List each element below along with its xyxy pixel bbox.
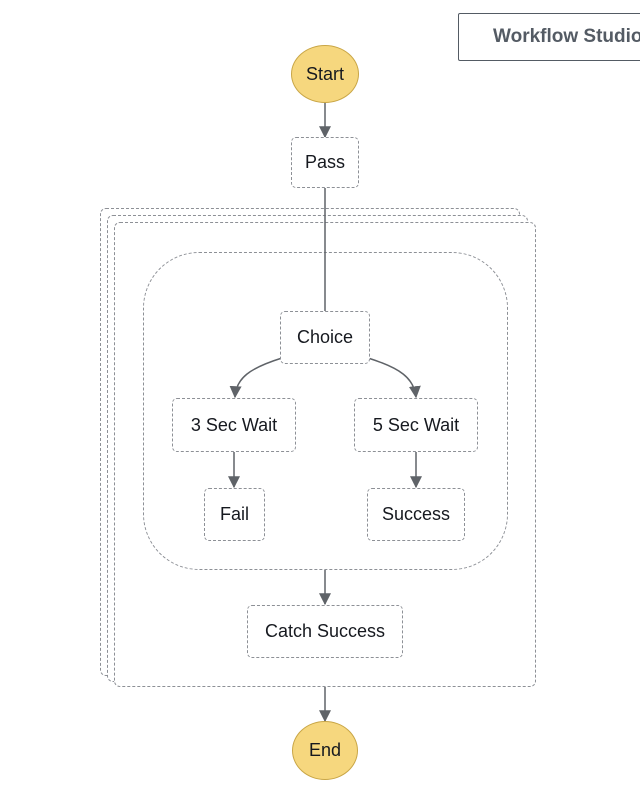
start-state-label: Start [305,63,344,84]
end-state[interactable]: End [292,721,358,780]
success-state-label: Success [381,504,451,524]
catch-success-state[interactable]: Catch Success [247,605,403,658]
choice-state[interactable]: Choice [280,311,370,364]
pass-state[interactable]: Pass [291,137,359,188]
workflow-studio-button[interactable]: Workflow Studio [458,13,640,61]
success-state[interactable]: Success [367,488,465,541]
wait-3-sec-state-label: 3 Sec Wait [190,414,278,435]
wait-5-sec-state[interactable]: 5 Sec Wait [354,398,478,452]
pass-state-label: Pass [304,152,346,172]
catch-success-state-label: Catch Success [264,621,386,641]
edge-choice-to-wait3 [229,357,283,399]
wait-3-sec-state[interactable]: 3 Sec Wait [172,398,296,452]
start-state[interactable]: Start [291,45,359,103]
edge-choice-to-wait5 [367,357,421,399]
wait-5-sec-state-label: 5 Sec Wait [372,414,460,435]
fail-state[interactable]: Fail [204,488,265,541]
end-state-label: End [308,740,342,760]
fail-state-label: Fail [219,504,249,524]
choice-state-label: Choice [296,327,354,347]
